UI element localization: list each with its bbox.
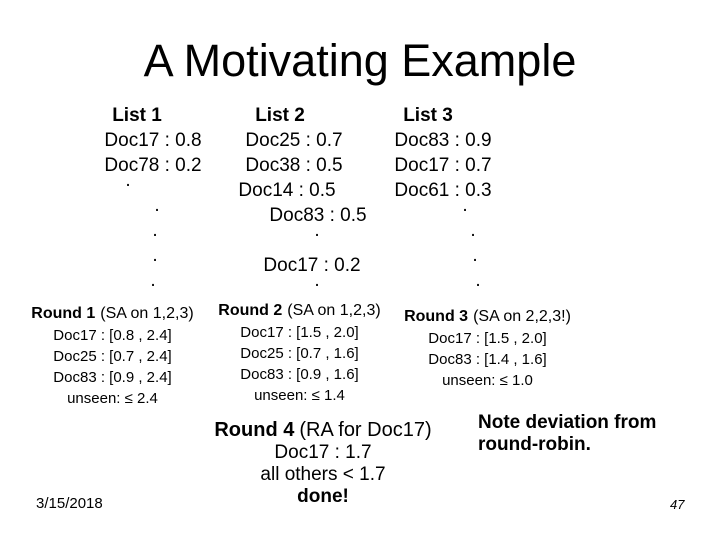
list-item: Doc83 : 0.9 — [394, 130, 492, 151]
list-3: List 3 Doc83 : 0.9 Doc17 : 0.7 Doc61 : 0… — [343, 103, 543, 303]
list-3-header: List 3 — [403, 105, 453, 126]
round-line: Doc83 : [0.9 , 1.6] — [240, 366, 359, 383]
round-3-header: Round 3(SA on 2,2,3!) — [390, 306, 585, 328]
round-line: Doc17 : [1.5 , 2.0] — [428, 330, 547, 347]
round-line: Doc25 : [0.7 , 1.6] — [240, 345, 359, 362]
page-number: 47 — [670, 497, 685, 512]
ellipsis-dot: . — [470, 220, 476, 241]
round-name: Round 3 — [404, 308, 469, 325]
round-method: (RA for Doc17) — [299, 419, 432, 441]
list-1-header: List 1 — [112, 105, 162, 126]
list-2-header: List 2 — [255, 105, 305, 126]
round-unseen-line: unseen: ≤ 2.4 — [67, 390, 158, 407]
list-2: List 2 Doc25 : 0.7 Doc38 : 0.5 Doc14 : 0… — [194, 103, 394, 303]
round-line: Doc17 : [0.8 , 2.4] — [53, 327, 172, 344]
ellipsis-dot: . — [475, 270, 481, 291]
round-name: Round 4 — [214, 419, 295, 441]
list-item: Doc83 : 0.5 — [269, 205, 367, 226]
round-line: all others < 1.7 — [260, 464, 386, 485]
round-name: Round 2 — [218, 302, 283, 319]
slide-title: A Motivating Example — [143, 35, 577, 86]
round-2-block: Round 2(SA on 1,2,3) Doc17 : [1.5 , 2.0]… — [202, 300, 397, 406]
footer-date: 3/15/2018 — [36, 495, 103, 512]
list-1: List 1 Doc17 : 0.8 Doc78 : 0.2 . . . . . — [53, 103, 253, 303]
round-line: Doc25 : [0.7 , 2.4] — [53, 348, 172, 365]
list-item: Doc17 : 0.2 — [263, 255, 361, 276]
round-method: (SA on 2,2,3!) — [473, 308, 571, 325]
round-line: Doc17 : 1.7 — [274, 442, 372, 463]
ellipsis-dot: . — [314, 270, 320, 291]
list-item: Doc14 : 0.5 — [238, 180, 336, 201]
round-method: (SA on 1,2,3) — [287, 302, 381, 319]
list-item: Doc61 : 0.3 — [394, 180, 492, 201]
ellipsis-dot: . — [125, 170, 131, 191]
round-line: Doc83 : [0.9 , 2.4] — [53, 369, 172, 386]
note-deviation: Note deviation from round-robin. — [478, 412, 657, 455]
round-name: Round 1 — [31, 305, 96, 322]
round-1-header: Round 1(SA on 1,2,3) — [15, 303, 210, 325]
ellipsis-dot: . — [314, 220, 320, 241]
ellipsis-dot: . — [462, 195, 468, 216]
list-item: Doc78 : 0.2 — [104, 155, 202, 176]
ellipsis-dot: . — [152, 220, 158, 241]
round-line: Doc83 : [1.4 , 1.6] — [428, 351, 547, 368]
list-item: Doc38 : 0.5 — [245, 155, 343, 176]
ellipsis-dot: . — [472, 245, 478, 266]
round-unseen-line: unseen: ≤ 1.0 — [442, 372, 533, 389]
list-item: Doc25 : 0.7 — [245, 130, 343, 151]
done-label: done! — [297, 486, 349, 507]
list-item: Doc17 : 0.7 — [394, 155, 492, 176]
ellipsis-dot: . — [152, 245, 158, 266]
round-unseen-line: unseen: ≤ 1.4 — [254, 387, 345, 404]
round-1-block: Round 1(SA on 1,2,3) Doc17 : [0.8 , 2.4]… — [15, 303, 210, 409]
list-item: Doc17 : 0.8 — [104, 130, 202, 151]
round-method: (SA on 1,2,3) — [100, 305, 194, 322]
round-2-header: Round 2(SA on 1,2,3) — [202, 300, 397, 322]
round-4-header: Round 4(RA for Doc17) — [208, 419, 438, 442]
round-3-block: Round 3(SA on 2,2,3!) Doc17 : [1.5 , 2.0… — [390, 306, 585, 391]
ellipsis-dot: . — [150, 270, 156, 291]
ellipsis-dot: . — [154, 195, 160, 216]
round-4-block: Round 4(RA for Doc17) Doc17 : 1.7 all ot… — [208, 419, 438, 508]
round-line: Doc17 : [1.5 , 2.0] — [240, 324, 359, 341]
